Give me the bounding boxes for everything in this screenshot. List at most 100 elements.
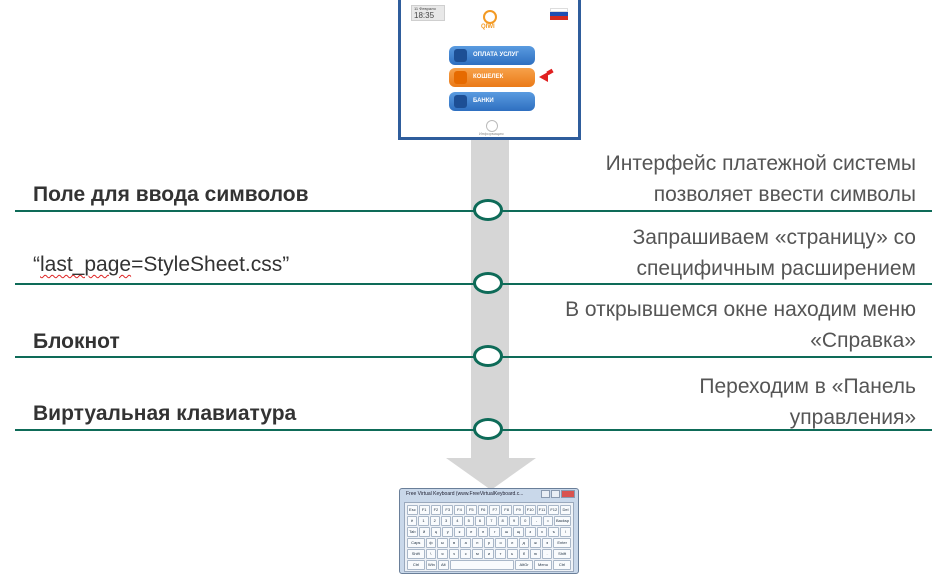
keyboard-key[interactable]: = xyxy=(542,516,554,526)
qiwi-wallet-button[interactable]: КОШЕЛЕК xyxy=(449,68,535,87)
keyboard-key[interactable]: 4 xyxy=(452,516,463,526)
keyboard-key[interactable]: Ctrl xyxy=(553,560,571,570)
keyboard-key[interactable]: Win xyxy=(426,560,437,570)
keyboard-key[interactable]: ю xyxy=(530,549,541,559)
keyboard-key[interactable]: ш xyxy=(501,527,513,537)
keyboard-key[interactable]: Esc xyxy=(407,505,418,515)
keyboard-key[interactable]: . xyxy=(541,549,553,559)
keyboard-key[interactable]: ъ xyxy=(548,527,560,537)
keyboard-key[interactable]: ч xyxy=(448,549,460,559)
keyboard-key[interactable]: F4 xyxy=(454,505,465,515)
keyboard-key[interactable]: ь xyxy=(506,549,518,559)
keyboard-key[interactable]: 5 xyxy=(463,516,474,526)
keyboard-key[interactable]: \ xyxy=(560,527,571,537)
keyboard-key[interactable]: F7 xyxy=(489,505,501,515)
keyboard-key[interactable]: н xyxy=(477,527,489,537)
keyboard-key[interactable]: т xyxy=(495,549,506,559)
keyboard-key[interactable]: д xyxy=(518,538,530,548)
keyboard-key[interactable]: х xyxy=(536,527,548,537)
keyboard-key[interactable]: к xyxy=(454,527,465,537)
keyboard-key[interactable]: 1 xyxy=(418,516,429,526)
russian-flag-icon xyxy=(550,8,568,20)
keyboard-key[interactable]: 9 xyxy=(508,516,520,526)
keyboard-key[interactable]: 3 xyxy=(440,516,452,526)
keyboard-key[interactable]: ё xyxy=(407,516,418,526)
step-node-2 xyxy=(473,272,503,294)
keyboard-key[interactable]: 8 xyxy=(497,516,508,526)
keyboard-key[interactable]: г xyxy=(489,527,501,537)
keyboard-key[interactable]: F10 xyxy=(524,505,536,515)
keyboard-key[interactable]: 6 xyxy=(474,516,486,526)
keyboard-key[interactable]: F3 xyxy=(442,505,454,515)
banks-button[interactable]: БАНКИ xyxy=(449,92,535,111)
keyboard-key[interactable]: F6 xyxy=(477,505,489,515)
keyboard-key[interactable]: л xyxy=(506,538,518,548)
keyboard-key[interactable]: F5 xyxy=(465,505,477,515)
keyboard-key[interactable]: о xyxy=(495,538,506,548)
qiwi-terminal-screenshot: 11 Февраля 18:35 QIWI ОПЛАТА УСЛУГ КОШЕЛ… xyxy=(398,0,581,140)
keyboard-key[interactable]: р xyxy=(483,538,495,548)
bank-icon xyxy=(454,95,467,108)
keyboard-key[interactable]: Alt xyxy=(437,560,449,570)
keyboard-key[interactable]: F1 xyxy=(418,505,430,515)
step-node-1 xyxy=(473,199,503,221)
keyboard-key[interactable]: Backsp xyxy=(554,516,572,526)
keyboard-key[interactable]: е xyxy=(465,527,477,537)
keyboard-key[interactable]: у xyxy=(442,527,454,537)
step-2-quote-open: “ xyxy=(33,253,40,276)
keyboard-key[interactable]: б xyxy=(518,549,530,559)
pay-services-button[interactable]: ОПЛАТА УСЛУГ xyxy=(449,46,535,65)
info-label: Информация xyxy=(479,131,504,136)
keyboard-key[interactable]: в xyxy=(448,538,460,548)
keyboard-key[interactable]: 0 xyxy=(520,516,531,526)
keyboard-key[interactable]: м xyxy=(472,549,483,559)
keyboard-key[interactable]: ц xyxy=(430,527,442,537)
keyboard-key[interactable]: - xyxy=(531,516,542,526)
step-2-description: Запрашиваем «страницу» со специфичным ра… xyxy=(632,226,916,280)
keyboard-key[interactable]: ф xyxy=(425,538,437,548)
maximize-icon[interactable] xyxy=(551,490,560,498)
keyboard-key[interactable]: F11 xyxy=(536,505,548,515)
keyboard-key[interactable]: Enter xyxy=(553,538,571,548)
keyboard-key[interactable]: Caps xyxy=(407,538,425,548)
keyboard-key[interactable]: п xyxy=(472,538,483,548)
keyboard-key[interactable]: Del xyxy=(560,505,571,515)
keyboard-key[interactable]: э xyxy=(541,538,553,548)
keyboard-key[interactable]: и xyxy=(483,549,495,559)
keyboard-key[interactable]: F12 xyxy=(548,505,560,515)
keyboard-key[interactable]: F2 xyxy=(430,505,442,515)
qiwi-logo-text: QIWI xyxy=(481,24,495,30)
keyboard-key[interactable]: с xyxy=(460,549,472,559)
keyboard-key[interactable]: AltGr xyxy=(515,560,533,570)
keyboard-key[interactable]: ж xyxy=(530,538,541,548)
keyboard-key[interactable]: 2 xyxy=(429,516,440,526)
keyboard-key[interactable]: 7 xyxy=(486,516,497,526)
keyboard-key[interactable]: F8 xyxy=(501,505,513,515)
keyboard-key[interactable]: ы xyxy=(437,538,448,548)
process-arrow-head xyxy=(446,458,536,490)
keyboard-key[interactable]: й xyxy=(418,527,430,537)
keyboard-key[interactable]: Ctrl xyxy=(407,560,425,570)
keyboard-key[interactable]: Menu xyxy=(534,560,552,570)
pay-services-label: ОПЛАТА УСЛУГ xyxy=(473,52,519,58)
keyboard-key[interactable]: Shift xyxy=(407,549,425,559)
keyboard-key[interactable]: з xyxy=(524,527,536,537)
keyboard-key[interactable]: а xyxy=(460,538,472,548)
close-icon[interactable] xyxy=(561,490,575,498)
key-space[interactable] xyxy=(449,560,514,570)
keyboard-key[interactable]: Tab xyxy=(407,527,418,537)
info-icon[interactable] xyxy=(486,120,498,132)
banks-label: БАНКИ xyxy=(473,98,494,104)
keyboard-key[interactable]: щ xyxy=(513,527,524,537)
keyboard-key[interactable]: F9 xyxy=(513,505,524,515)
step-3-left-label: Блокнот xyxy=(33,330,120,353)
keyboard-key[interactable]: Shift xyxy=(553,549,571,559)
keyboard-title: Free Virtual Keyboard (www.FreeVirtualKe… xyxy=(406,491,524,497)
minimize-icon[interactable] xyxy=(541,490,550,498)
keyboard-key[interactable]: я xyxy=(437,549,448,559)
keyboard-key[interactable]: \ xyxy=(425,549,437,559)
